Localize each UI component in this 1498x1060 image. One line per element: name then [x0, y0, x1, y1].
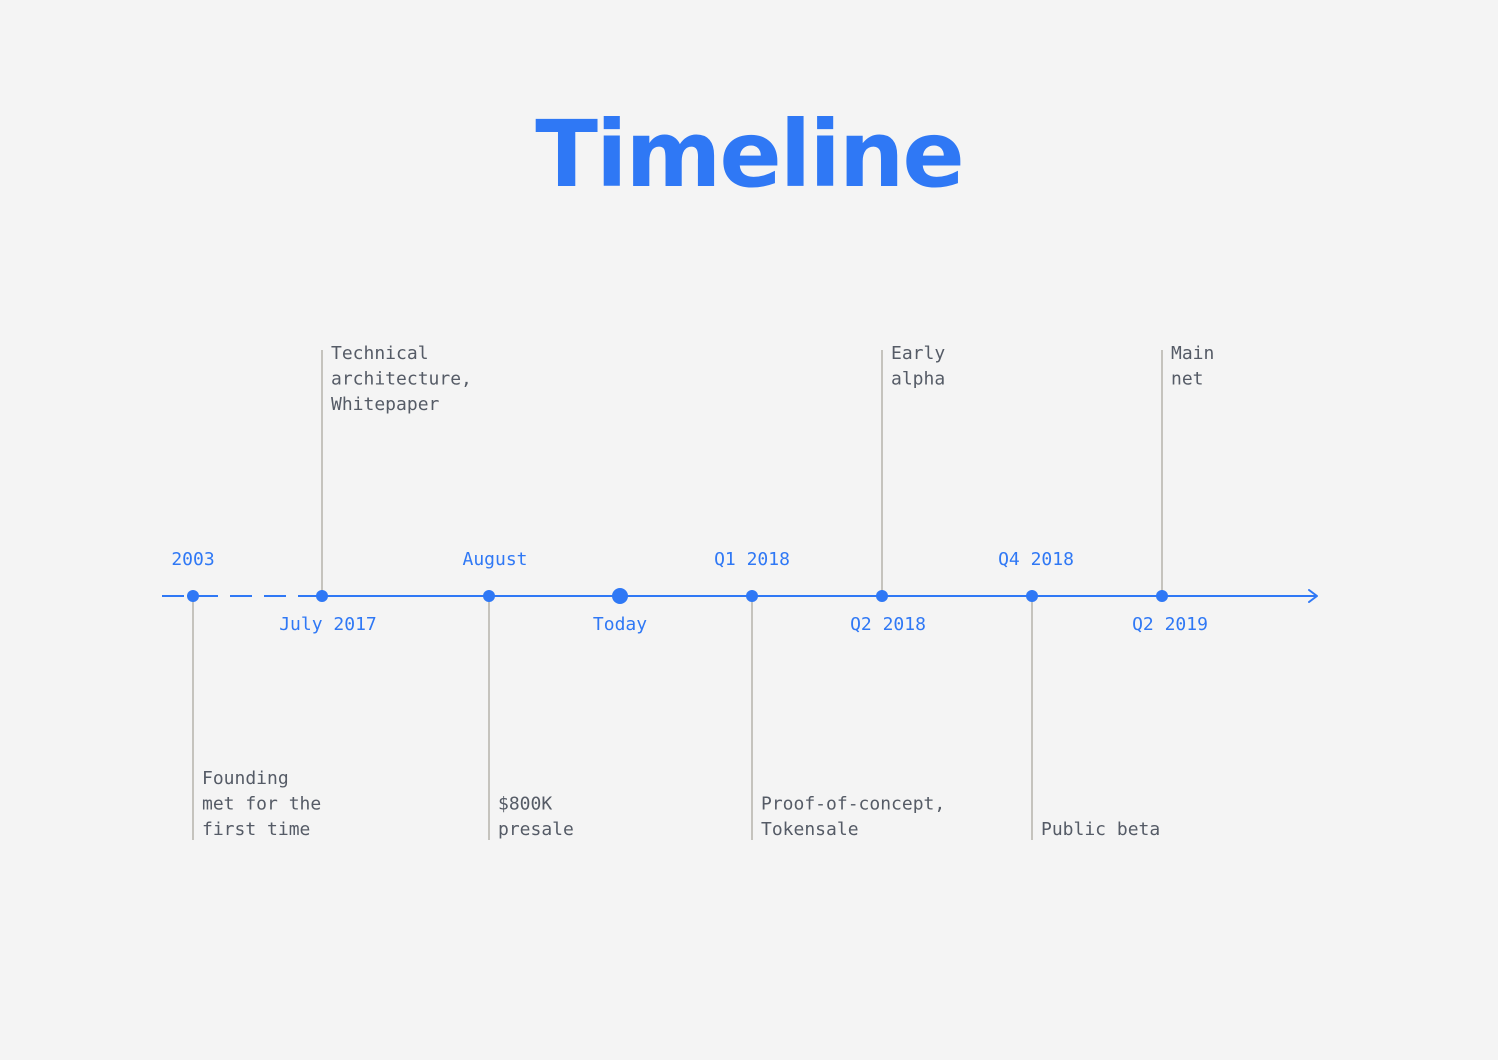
- today-dot: [612, 588, 628, 604]
- milestone-date: Q2 2019: [1132, 614, 1208, 635]
- milestone-description: Proof-of-concept,: [761, 794, 945, 815]
- connector-lines: [192, 350, 1163, 840]
- milestone-description: architecture,: [331, 369, 472, 390]
- milestone-dot: [1156, 590, 1168, 602]
- milestone-description: Whitepaper: [331, 394, 440, 415]
- milestone-description: Main: [1171, 343, 1214, 364]
- milestone-dot: [187, 590, 199, 602]
- milestone-date: August: [462, 549, 527, 570]
- milestone-description: met for the: [202, 794, 321, 815]
- milestone-description: Technical: [331, 343, 429, 364]
- milestone-dot: [483, 590, 495, 602]
- milestone-dots: [187, 588, 1168, 604]
- milestone-date: Q4 2018: [998, 549, 1074, 570]
- milestone-date: Q2 2018: [850, 614, 926, 635]
- milestone-dot: [746, 590, 758, 602]
- milestone-description: net: [1171, 369, 1204, 390]
- milestone-description: Public beta: [1041, 819, 1160, 840]
- timeline-axis: [162, 589, 1318, 603]
- milestone-description: $800K: [498, 794, 552, 815]
- milestone-dot: [316, 590, 328, 602]
- milestone-date: 2003: [171, 549, 214, 570]
- milestone-dot: [876, 590, 888, 602]
- milestone-description: Tokensale: [761, 819, 859, 840]
- milestone-date: July 2017: [279, 614, 377, 635]
- milestone-date: Today: [593, 614, 647, 635]
- page-title: Timeline: [535, 101, 965, 208]
- arrow-right-icon: [1308, 589, 1318, 603]
- milestone-description: alpha: [891, 369, 945, 390]
- milestone-date: Q1 2018: [714, 549, 790, 570]
- milestone-description: first time: [202, 819, 310, 840]
- milestone-dot: [1026, 590, 1038, 602]
- milestone-description: Early: [891, 343, 945, 364]
- milestone-description: Founding: [202, 768, 289, 789]
- milestone-description: presale: [498, 819, 574, 840]
